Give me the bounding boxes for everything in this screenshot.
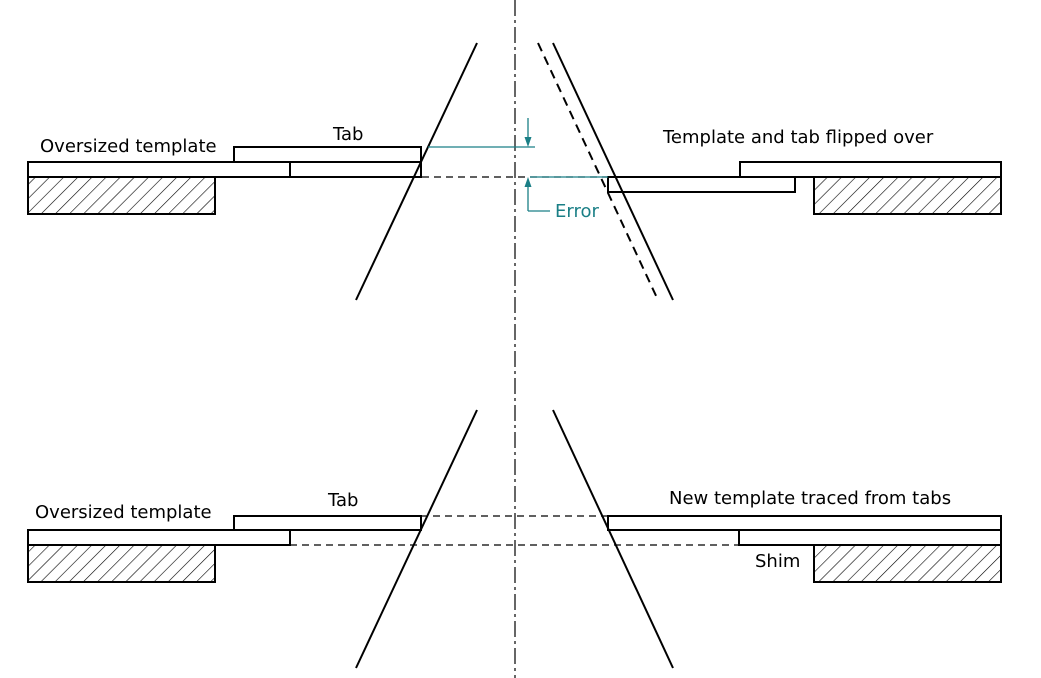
bottom-view: Oversized template Tab New template trac… [27,409,1002,669]
top-view: Oversized template Tab Template and tab … [27,42,1002,301]
new-template-label: New template traced from tabs [669,488,951,509]
support-block-right [813,544,1002,583]
left-slanted-edge [355,42,478,301]
shim-label: Shim [755,551,800,572]
tab-label: Tab [327,490,358,511]
right-slanted-edge [552,42,674,301]
tab-left-lower [289,161,422,178]
oversized-template-strip [27,529,291,546]
left-slanted-edge [355,409,478,669]
tab-left [233,515,422,531]
shim [738,529,1002,546]
support-block-left [27,176,216,215]
support-block-right [813,176,1002,215]
flipped-tab [607,176,796,193]
oversized-template-label: Oversized template [35,502,212,523]
right-dashed-edge [537,42,659,301]
error-label: Error [555,201,599,222]
tab-left [233,146,422,163]
error-dimension [428,118,608,212]
right-slanted-edge [552,409,674,669]
support-block-left [27,544,216,583]
new-template-strip [607,515,1002,531]
flipped-template-strip [739,161,1002,178]
oversized-template-strip [27,161,291,178]
flipped-over-label: Template and tab flipped over [662,127,934,148]
tab-label: Tab [332,124,363,145]
oversized-template-label: Oversized template [40,136,217,157]
